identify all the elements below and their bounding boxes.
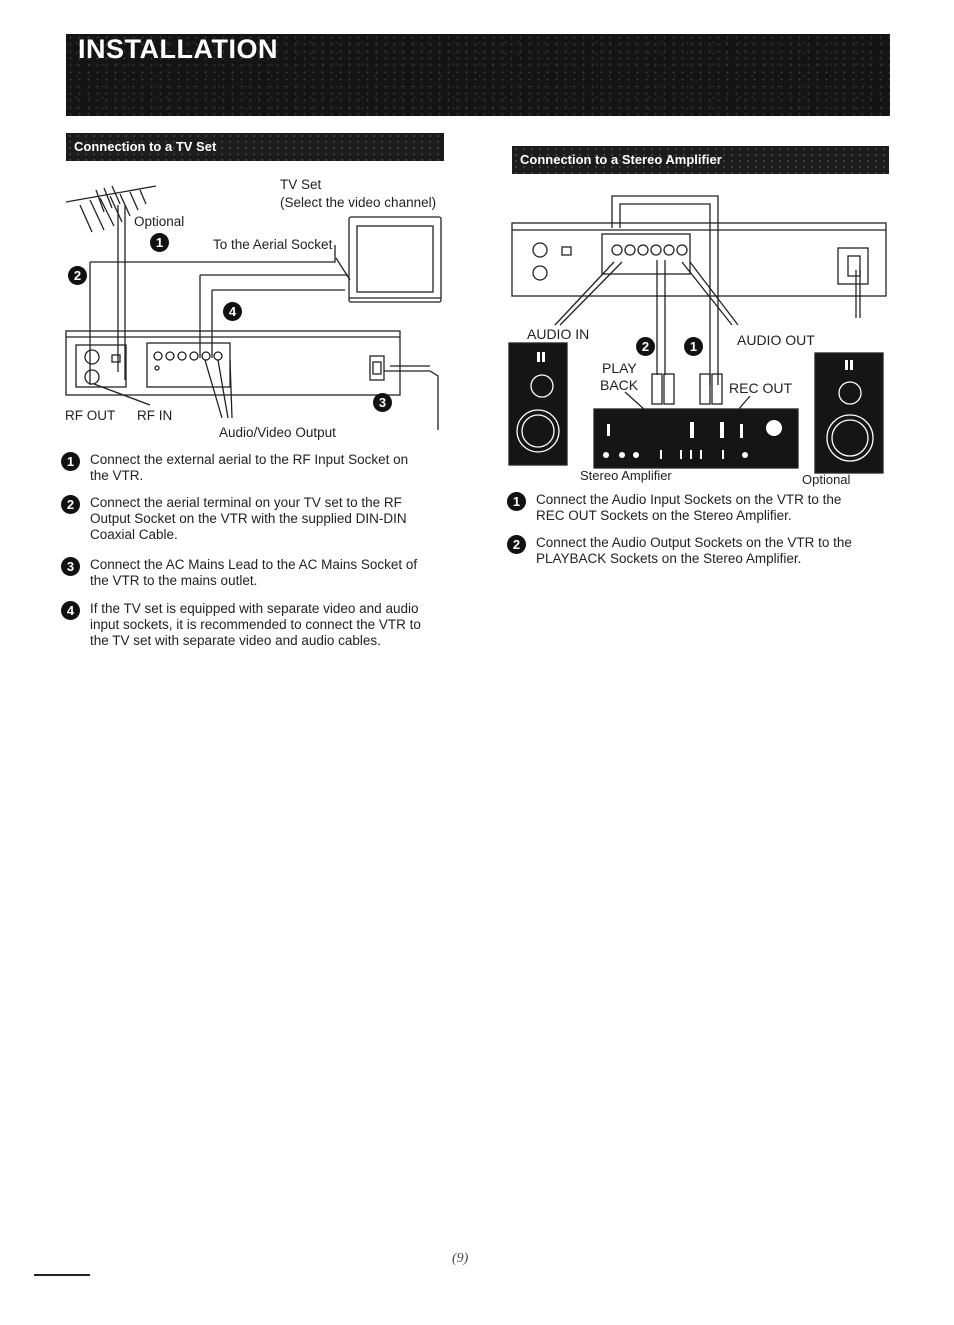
select-channel-label: (Select the video channel): [280, 195, 437, 210]
page-banner: INSTALLATION: [66, 34, 890, 116]
step-line: input sockets, it is recommended to conn…: [90, 617, 421, 632]
footer-rule: [34, 1274, 90, 1276]
rec-out-label: REC OUT: [729, 380, 792, 396]
marker-1: 1: [150, 233, 169, 252]
step-line: Coaxial Cable.: [90, 527, 178, 542]
step-number: 2: [61, 495, 80, 514]
step-line: If the TV set is equipped with separate …: [90, 601, 419, 616]
step-line: Connect the AC Mains Lead to the AC Main…: [90, 557, 418, 572]
step-line: Connect the Audio Input Sockets on the V…: [536, 492, 842, 507]
marker-1-stereo: 1: [684, 337, 703, 356]
to-aerial-label: To the Aerial Socket: [213, 237, 333, 252]
step-number: 1: [507, 492, 526, 511]
stereo-section-heading: Connection to a Stereo Amplifier: [512, 146, 889, 174]
step-line: REC OUT Sockets on the Stereo Amplifier.: [536, 508, 792, 523]
marker-4: 4: [223, 302, 242, 321]
tv-set-label: TV Set: [280, 177, 322, 192]
left-speaker-icon: [508, 342, 568, 466]
page-number: (9): [452, 1251, 469, 1266]
step-line: PLAYBACK Sockets on the Stereo Amplifier…: [536, 551, 802, 566]
step-number: 3: [61, 557, 80, 576]
step-number: 2: [507, 535, 526, 554]
antenna-icon: [65, 185, 157, 233]
audio-in-label: AUDIO IN: [527, 326, 590, 342]
tv-section-heading: Connection to a TV Set: [66, 133, 444, 161]
av-output-label: Audio/Video Output: [219, 425, 336, 440]
step-line: Connect the aerial terminal on your TV s…: [90, 495, 402, 510]
audio-out-label: AUDIO OUT: [737, 332, 815, 348]
marker-3: 3: [373, 393, 392, 412]
stereo-amplifier-icon: [593, 408, 799, 469]
step-number: 1: [61, 452, 80, 471]
rf-out-label: RF OUT: [65, 408, 116, 423]
back-label: BACK: [600, 377, 639, 393]
optional-label-stereo: Optional: [802, 472, 851, 487]
page-title: INSTALLATION: [78, 34, 278, 64]
step-line: Connect the external aerial to the RF In…: [90, 452, 409, 467]
marker-2-stereo: 2: [636, 337, 655, 356]
marker-2: 2: [68, 266, 87, 285]
step-line: Connect the Audio Output Sockets on the …: [536, 535, 852, 550]
step-line: Output Socket on the VTR with the suppli…: [90, 511, 407, 526]
stereo-amp-label: Stereo Amplifier: [580, 468, 672, 483]
rf-in-label: RF IN: [137, 408, 173, 423]
step-line: the VTR.: [90, 468, 144, 483]
step-number: 4: [61, 601, 80, 620]
step-line: the VTR to the mains outlet.: [90, 573, 258, 588]
vtr-rear-panel-stereo: [511, 222, 887, 297]
optional-label: Optional: [134, 214, 185, 229]
play-label: PLAY: [602, 360, 637, 376]
vtr-rear-panel: [65, 330, 401, 396]
step-line: the TV set with separate video and audio…: [90, 633, 381, 648]
tv-set-icon: [348, 216, 442, 303]
right-speaker-icon: [814, 352, 884, 474]
